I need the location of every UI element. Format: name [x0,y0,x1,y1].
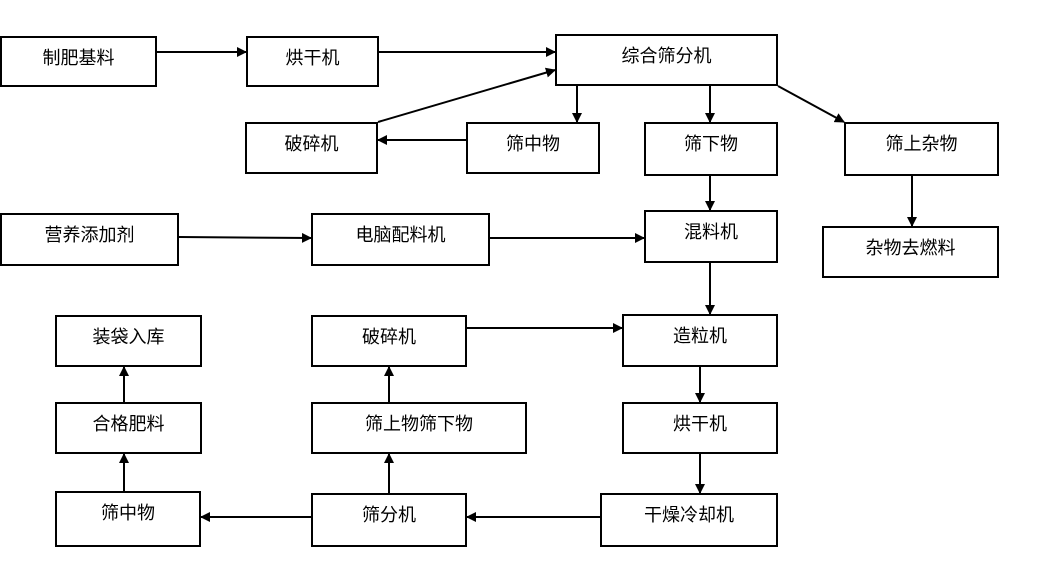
node-label: 合格肥料 [92,414,165,435]
node-label: 烘干机 [673,414,727,435]
node-label: 破碎机 [284,134,339,155]
node-label: 制肥基料 [42,48,115,69]
node-screener: 筛分机 [311,493,467,547]
node-label: 破碎机 [362,327,416,348]
node-dryer-2: 烘干机 [622,402,778,454]
node-label: 筛下物 [684,134,738,155]
flow-arrow [178,232,312,243]
node-label: 造粒机 [673,326,727,347]
node-dryer-1: 烘干机 [246,36,379,87]
node-undersize: 筛下物 [644,122,778,176]
node-comprehensive-screener: 综合筛分机 [555,34,778,86]
node-label: 电脑配料机 [355,225,446,246]
node-label: 筛中物 [101,503,155,524]
node-label: 混料机 [684,222,738,243]
node-base-material: 制肥基料 [0,36,157,87]
node-label: 干燥冷却机 [644,505,734,526]
node-medium-sieved-1: 筛中物 [466,122,600,174]
node-bagging-storage: 装袋入库 [55,315,202,367]
node-over-under-size: 筛上物筛下物 [311,402,527,454]
node-computer-batcher: 电脑配料机 [311,213,490,266]
node-crusher-2: 破碎机 [311,315,467,367]
node-label: 烘干机 [285,48,340,69]
node-label: 装袋入库 [92,327,165,348]
node-qualified-fertilizer: 合格肥料 [55,402,202,454]
node-label: 筛上物筛下物 [365,414,473,435]
flow-arrow [777,85,845,123]
node-oversize-impurities: 筛上杂物 [844,122,999,176]
node-crusher-1: 破碎机 [245,122,378,174]
node-granulator: 造粒机 [622,314,778,367]
node-label: 筛分机 [362,505,416,526]
node-label: 杂物去燃料 [865,238,956,259]
node-label: 营养添加剂 [44,225,135,246]
flow-arrow [377,67,556,123]
node-label: 筛上杂物 [885,134,958,155]
node-medium-sieved-2: 筛中物 [55,491,201,547]
node-impurities-to-fuel: 杂物去燃料 [822,226,999,278]
node-dry-cooler: 干燥冷却机 [600,493,778,547]
node-label: 综合筛分机 [621,46,712,67]
node-label: 筛中物 [506,134,560,155]
node-mixer: 混料机 [644,210,778,263]
node-nutrient-additive: 营养添加剂 [0,213,179,266]
